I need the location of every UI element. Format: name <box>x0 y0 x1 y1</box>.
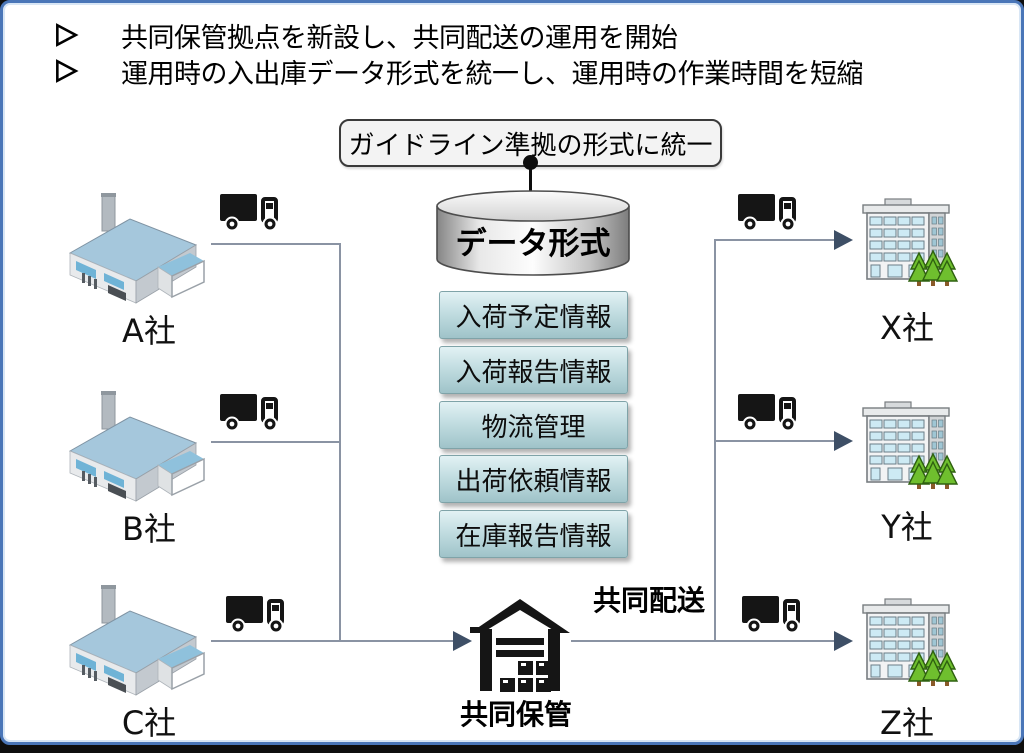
info-box: 入荷予定情報 <box>439 291 628 339</box>
connector-line-warehouse-out <box>571 640 716 642</box>
callout-connector-line <box>529 161 532 209</box>
connector-line-b <box>211 441 340 443</box>
info-box-label: 出荷依頼情報 <box>455 466 612 497</box>
info-box: 入荷報告情報 <box>439 346 628 394</box>
info-box-label: 物流管理 <box>481 412 586 443</box>
delivery-label: 共同配送 <box>592 584 705 617</box>
factory-icon <box>58 581 208 699</box>
info-box-label: 入荷報告情報 <box>455 357 612 388</box>
connector-line-z <box>714 640 836 642</box>
truck-icon <box>736 390 802 434</box>
arrow-right-icon <box>834 631 853 651</box>
factory-icon <box>58 189 208 307</box>
truck-icon <box>218 390 284 434</box>
connector-line-c <box>211 640 455 642</box>
office-building-icon <box>857 195 961 291</box>
bullet-arrow-icon <box>53 22 79 48</box>
truck-icon <box>218 190 284 234</box>
connector-line-y <box>714 440 836 442</box>
company-label: C社 <box>121 704 177 742</box>
bullet-text: 運用時の入出庫データ形式を統一し、運用時の作業時間を短縮 <box>121 58 864 90</box>
info-box: 出荷依頼情報 <box>439 455 628 503</box>
arrow-right-icon <box>834 230 853 250</box>
warehouse-icon <box>469 593 571 693</box>
cylinder-label: データ形式 <box>455 226 611 262</box>
bullet-arrow-icon <box>53 58 79 84</box>
bullet-text: 共同保管拠点を新設し、共同配送の運用を開始 <box>121 22 678 54</box>
office-building-icon <box>857 398 961 494</box>
info-box-label: 在庫報告情報 <box>455 521 612 552</box>
company-label: Y社 <box>881 508 933 546</box>
bullet-item: 運用時の入出庫データ形式を統一し、運用時の作業時間を短縮 <box>53 55 864 90</box>
truck-icon <box>736 190 802 234</box>
company-label: A社 <box>122 312 176 350</box>
info-box: 物流管理 <box>439 401 628 449</box>
connector-dot <box>523 155 538 170</box>
company-label: X社 <box>880 309 934 347</box>
truck-icon <box>224 592 290 636</box>
company-label: Z社 <box>880 704 934 742</box>
warehouse-label: 共同保管 <box>459 698 572 731</box>
factory-icon <box>58 387 208 505</box>
arrow-right-icon <box>453 631 472 651</box>
database-cylinder-icon <box>436 190 630 276</box>
arrow-right-icon <box>834 431 853 451</box>
info-box-label: 入荷予定情報 <box>455 302 612 333</box>
connector-line-x <box>714 239 836 241</box>
connector-line-a <box>211 243 340 245</box>
bullet-item: 共同保管拠点を新設し、共同配送の運用を開始 <box>53 19 678 54</box>
company-label: B社 <box>122 510 176 548</box>
office-building-icon <box>857 595 961 691</box>
truck-icon <box>740 592 806 636</box>
connector-line-left-vertical <box>339 243 341 642</box>
info-box: 在庫報告情報 <box>439 510 628 558</box>
